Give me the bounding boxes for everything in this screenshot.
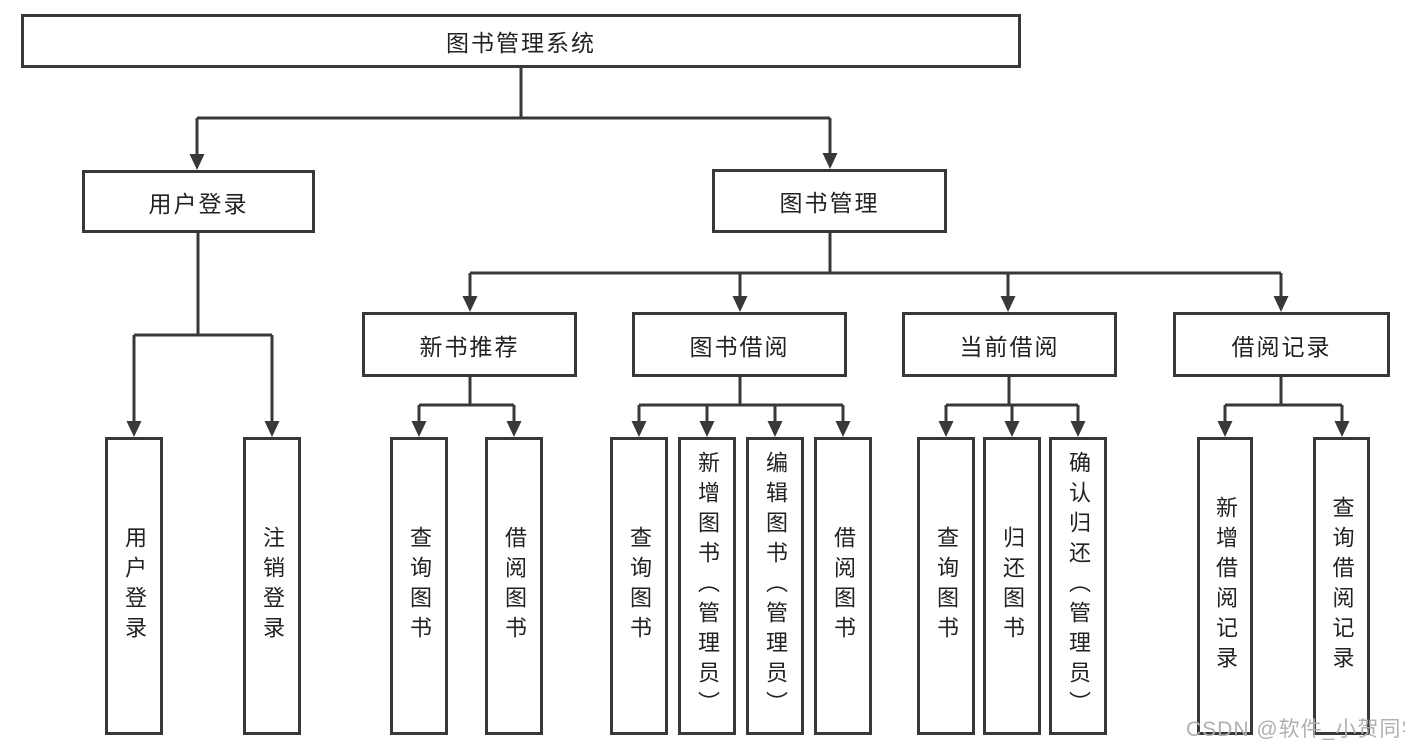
leaf-current-return-books: 归还图书 (983, 437, 1041, 735)
leaf-borrow-query-books: 查询图书 (610, 437, 668, 735)
leaf-recommend-query-books: 查询图书 (390, 437, 448, 735)
leaf-logout: 注销登录 (243, 437, 301, 735)
leaf-recommend-borrow-books: 借阅图书 (485, 437, 543, 735)
csdn-watermark: CSDN @软件_小贺同学 (1186, 718, 1405, 741)
node-root: 图书管理系统 (21, 14, 1021, 68)
leaf-records-add-record: 新增借阅记录 (1197, 437, 1253, 735)
node-user-login: 用户登录 (82, 170, 315, 233)
leaf-borrow-edit-book-admin: 编辑图书（管理员） (746, 437, 804, 735)
leaf-current-confirm-return-admin: 确认归还（管理员） (1049, 437, 1107, 735)
arrowhead-icons (126, 153, 1350, 437)
leaf-records-query-record: 查询借阅记录 (1313, 437, 1370, 735)
leaf-borrow-add-book-admin: 新增图书（管理员） (678, 437, 736, 735)
node-new-book-recommend: 新书推荐 (362, 312, 577, 377)
leaf-borrow-borrow-books: 借阅图书 (814, 437, 872, 735)
leaf-current-query-books: 查询图书 (917, 437, 975, 735)
node-borrow-records: 借阅记录 (1173, 312, 1390, 377)
node-current-borrow: 当前借阅 (902, 312, 1117, 377)
leaf-user-login: 用户登录 (105, 437, 163, 735)
node-book-management: 图书管理 (712, 169, 947, 233)
node-book-borrow: 图书借阅 (632, 312, 847, 377)
